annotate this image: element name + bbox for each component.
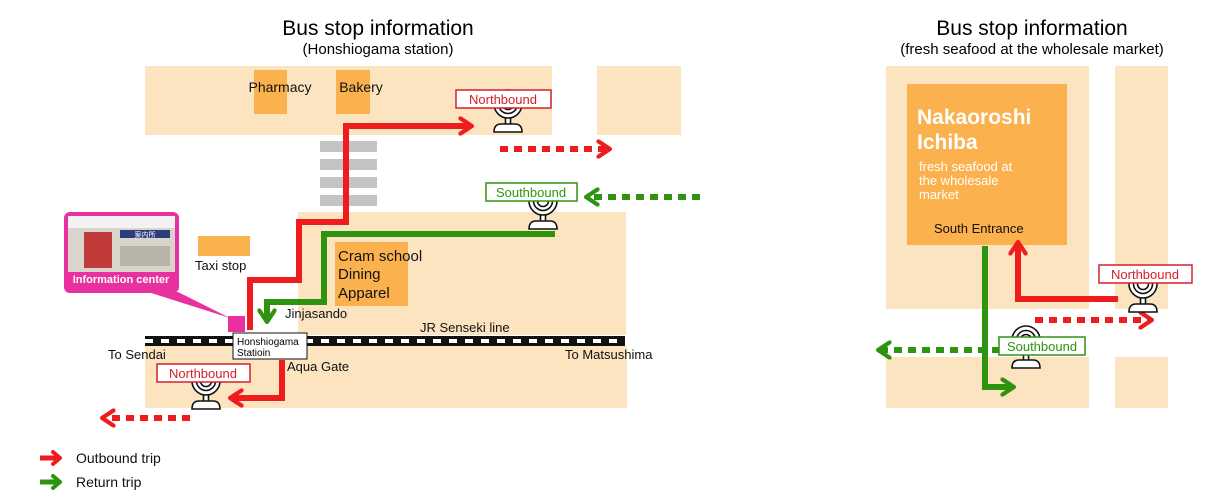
market-name-line1: Nakaoroshi [917, 106, 1031, 129]
northbound-bottom-label: Northbound [169, 366, 237, 381]
northbound-bottom-tag [156, 363, 251, 383]
legend-outbound: Outbound trip [38, 450, 161, 466]
outbound-route-south [232, 360, 285, 398]
small-block-west [886, 265, 964, 309]
taxi-stop-marker [198, 236, 250, 256]
rail-line-label: JR Senseki line [420, 320, 510, 335]
jinjasando-gate-label: Jinjasando [285, 306, 347, 321]
aqua-gate-label: Aqua Gate [287, 359, 349, 374]
station-name-line2: Statioin [237, 348, 270, 359]
legend-return: Return trip [38, 474, 141, 490]
block-southeast [1115, 357, 1168, 408]
legend-outbound-label: Outbound trip [76, 450, 161, 466]
left-map-title: Bus stop information [282, 17, 473, 40]
station-name-line1: Honshiogama [237, 337, 299, 348]
outbound-arrow-icon [40, 450, 62, 466]
info-callout-pointer [148, 292, 230, 318]
outbound-route-north [247, 126, 470, 330]
southbound-right-label: Southbound [1007, 339, 1077, 354]
cram-school-building [335, 242, 408, 306]
pharmacy-building [254, 70, 287, 114]
southbound-tag [485, 182, 578, 202]
nakaoroshi-ichiba-building [907, 84, 1067, 245]
south-entrance-label: South Entrance [934, 221, 1024, 236]
market-desc-line2: the wholesale [919, 173, 999, 188]
info-center-marker [228, 316, 245, 332]
taxi-stop-label: Taxi stop [195, 258, 246, 273]
info-center-label: Information center [73, 274, 170, 286]
right-map-title: Bus stop information [936, 17, 1127, 40]
cram-school-label: Cram school [338, 248, 422, 265]
legend-return-label: Return trip [76, 474, 142, 490]
northbound-top-tag [455, 89, 552, 109]
southbound-right-tag [998, 336, 1086, 356]
northbound-right-label: Northbound [1111, 267, 1179, 282]
apparel-label: Apparel [338, 285, 390, 302]
to-matsushima-label: To Matsushima [565, 347, 653, 362]
station-box [232, 332, 308, 360]
to-sendai-label: To Sendai [108, 347, 166, 362]
city-block-northeast [597, 66, 681, 135]
info-photo-sign: 案内所 [135, 230, 156, 239]
market-name-line2: Ichiba [917, 131, 978, 154]
northbound-top-label: Northbound [469, 92, 537, 107]
bakery-label: Bakery [339, 79, 383, 95]
return-route [267, 231, 555, 320]
market-desc-line1: fresh seafood at [919, 159, 1013, 174]
bakery-building [336, 70, 370, 114]
railway-track [145, 336, 625, 346]
left-map-subtitle: (Honshiogama station) [303, 41, 454, 58]
southbound-label: Southbound [496, 185, 566, 200]
northbound-right-tag [1098, 264, 1193, 284]
pharmacy-label: Pharmacy [248, 79, 311, 95]
outbound-route-market [1018, 244, 1118, 302]
return-arrow-icon [40, 474, 62, 490]
return-route-market [982, 246, 1012, 387]
dining-label: Dining [338, 266, 381, 283]
market-desc-line3: market [919, 187, 959, 202]
right-map-subtitle: (fresh seafood at the wholesale market) [900, 41, 1163, 58]
